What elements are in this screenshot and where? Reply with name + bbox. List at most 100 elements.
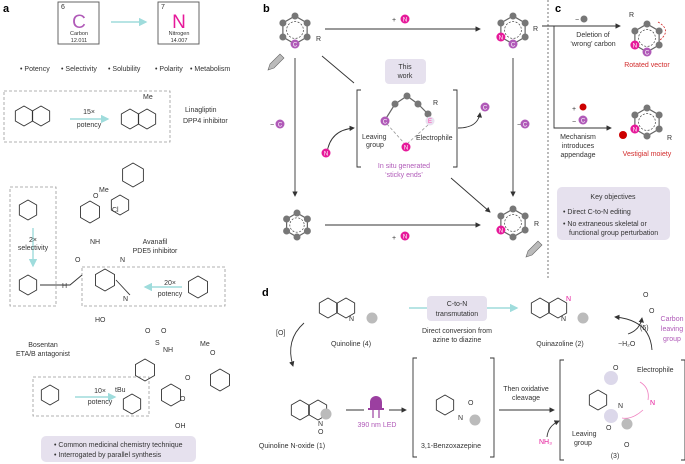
r-group-label: R bbox=[667, 135, 672, 142]
objective-item: • No extraneous skeletal or bbox=[563, 221, 647, 228]
atom-label: O bbox=[468, 400, 474, 407]
atom-label: tBu bbox=[115, 387, 126, 394]
c-release-arrow bbox=[457, 112, 483, 129]
bosentan-highlight-box bbox=[32, 376, 150, 417]
ring-bond bbox=[40, 384, 60, 406]
linker-bond bbox=[40, 274, 131, 296]
atom-label: O bbox=[161, 328, 167, 335]
ring-bond bbox=[120, 108, 140, 130]
panel-c: c − Deletion of ‘wrong’ carbon Rotated v… bbox=[542, 0, 672, 280]
plus-sign: + bbox=[392, 17, 396, 24]
atom-badge bbox=[380, 116, 390, 126]
ring-atom bbox=[497, 19, 505, 27]
effect-label: potency bbox=[158, 291, 183, 298]
atom-label: O bbox=[649, 308, 655, 315]
nitrogen-symbol: N bbox=[172, 12, 186, 33]
carbon-leaving-group-label: leaving bbox=[661, 326, 683, 333]
atom-badge bbox=[480, 102, 490, 112]
aromatic-circle bbox=[638, 113, 656, 131]
atom-label: O bbox=[185, 375, 191, 382]
atom-label: H bbox=[62, 283, 67, 290]
ring-bond bbox=[135, 358, 155, 382]
direct-conversion-label: Direct conversion from bbox=[422, 328, 492, 335]
ring-atom bbox=[303, 33, 311, 41]
ring-atom bbox=[655, 111, 663, 119]
heteroatom bbox=[290, 39, 300, 49]
badge-text: C-to-N bbox=[447, 301, 468, 308]
vestigial-moiety-label: Vestigial moiety bbox=[623, 151, 672, 158]
carbon-atomic-number: 6 bbox=[61, 4, 65, 11]
panel-label-b: b bbox=[263, 3, 270, 15]
ring-bond bbox=[318, 297, 338, 319]
atom-label: C bbox=[278, 122, 283, 128]
heteroatom bbox=[508, 39, 518, 49]
mechanism-label: Mechanism bbox=[560, 134, 596, 141]
r-group-label: R bbox=[433, 100, 438, 107]
drug-name: Bosentan bbox=[28, 342, 58, 349]
ring-atom bbox=[291, 12, 299, 20]
chain-atom bbox=[403, 92, 411, 100]
ring-atom bbox=[303, 215, 311, 223]
atom-badge bbox=[400, 14, 410, 24]
atom-label: O bbox=[643, 292, 649, 299]
leaving-group-label: Leaving bbox=[362, 134, 387, 141]
atom-label: N bbox=[349, 316, 354, 323]
ring-atom bbox=[283, 215, 291, 223]
atom-label: HO bbox=[95, 317, 106, 324]
heteroatom bbox=[496, 32, 506, 42]
atom-label: Me bbox=[200, 341, 210, 348]
key-objectives-box: Key objectives • Direct C-to-N editing •… bbox=[557, 187, 670, 240]
atom-label: N bbox=[404, 145, 408, 151]
r-group-label: R bbox=[534, 221, 539, 228]
ring-bond bbox=[530, 297, 550, 319]
panel-label-c: c bbox=[555, 3, 561, 15]
intermediate-bracket bbox=[356, 89, 458, 168]
property-item: • Polarity bbox=[155, 66, 183, 73]
ring-atom bbox=[303, 19, 311, 27]
substituent-circle bbox=[577, 312, 589, 324]
carbon-symbol: C bbox=[72, 12, 86, 33]
ring-atom bbox=[655, 125, 663, 133]
ammonia-arrow bbox=[546, 420, 560, 438]
ring-atom bbox=[643, 104, 651, 112]
substituent-circle bbox=[320, 408, 332, 420]
substituent-circle bbox=[366, 312, 378, 324]
heteroatom bbox=[630, 40, 640, 50]
minus-sign: − bbox=[270, 122, 274, 129]
electrophile-atom bbox=[425, 116, 435, 126]
heteroatom bbox=[630, 124, 640, 134]
atom-label: O bbox=[180, 396, 186, 403]
nitrogen-mass: 14.007 bbox=[171, 38, 188, 44]
ammonia-label: NH₃ bbox=[539, 439, 552, 446]
direct-conversion-label: azine to diazine bbox=[433, 337, 482, 344]
effect-label: selectivity bbox=[18, 245, 49, 252]
r-group-label: R bbox=[533, 26, 538, 33]
carbon-leaving-group-label: Carbon bbox=[661, 316, 684, 323]
carbon-mass: 12.011 bbox=[71, 38, 87, 44]
cleavage-label: Then oxidative bbox=[503, 386, 549, 393]
panel-a: a 6 C Carbon 12.011 7 N Nitrogen 14.007 … bbox=[3, 1, 230, 462]
badge-text: transmutation bbox=[436, 311, 479, 318]
ring-atom bbox=[509, 233, 517, 241]
ring-bond bbox=[80, 200, 100, 224]
minus-sign: − bbox=[572, 119, 576, 126]
atom-label: O bbox=[318, 429, 324, 436]
carbon-name: Carbon bbox=[70, 31, 88, 37]
ring-atom bbox=[655, 41, 663, 49]
atom-label: NH bbox=[163, 347, 173, 354]
badge-text: This bbox=[398, 64, 412, 71]
ring-atom bbox=[279, 33, 287, 41]
atom-label: C bbox=[523, 122, 528, 128]
ring-atom bbox=[521, 212, 529, 220]
drug-name: Linagliptin bbox=[185, 107, 217, 114]
atom-label: N bbox=[633, 43, 637, 49]
mechanism-label: appendage bbox=[560, 152, 595, 159]
atom-label: N bbox=[566, 296, 571, 303]
reactive-site-highlight bbox=[604, 409, 618, 423]
atom-label: N bbox=[403, 234, 407, 240]
rotated-vector-label: Rotated vector bbox=[624, 62, 670, 69]
property-list: • Potency • Selectivity • Solubility • P… bbox=[20, 66, 230, 73]
carbon-element-tile: 6 C Carbon 12.011 bbox=[57, 1, 100, 45]
